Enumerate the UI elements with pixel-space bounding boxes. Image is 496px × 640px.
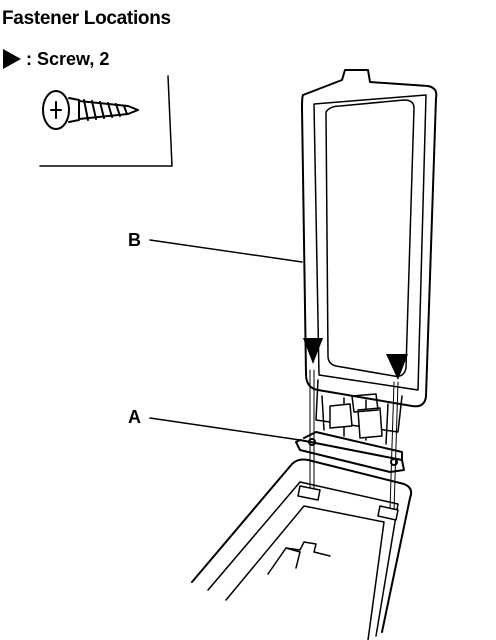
legend-label: : Screw, 2 [26, 48, 110, 69]
screw-icon [42, 90, 139, 130]
leader-line-a [149, 417, 301, 441]
armrest-lid [301, 69, 438, 408]
screw-marker-icon [3, 49, 21, 69]
callout-label-a: A [128, 407, 141, 427]
hinge-assembly [315, 379, 403, 445]
screw-arrow-right [386, 354, 408, 380]
leader-line-b [149, 239, 303, 263]
mounting-plate [295, 431, 405, 473]
screw-arrow-left [303, 338, 323, 364]
alignment-lines [309, 369, 399, 511]
screw-inset-frame [39, 75, 173, 167]
page-title: Fastener Locations [2, 8, 171, 29]
fastener-legend: : Screw, 2 [2, 46, 109, 72]
console-base [191, 458, 413, 640]
callout-label-b: B [128, 230, 141, 250]
